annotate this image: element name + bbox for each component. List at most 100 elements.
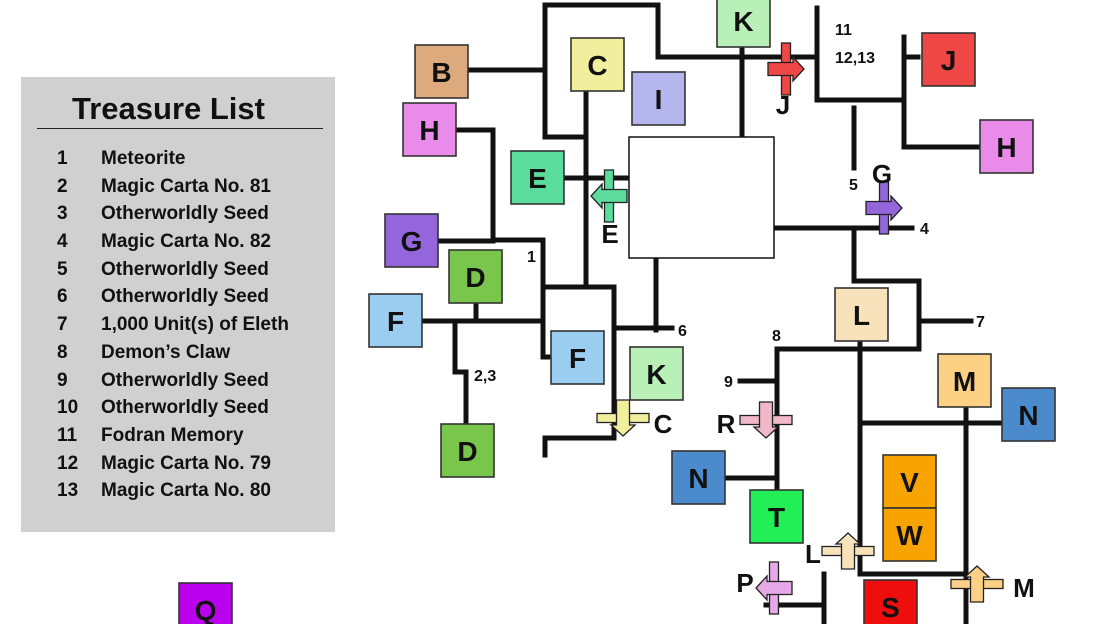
treasure-marker: 7	[976, 314, 985, 331]
room-label: F	[569, 343, 586, 374]
treasure-number: 3	[57, 203, 68, 225]
room-j[interactable]: J	[921, 32, 976, 87]
room-q[interactable]: Q	[178, 582, 233, 624]
room-label: N	[1018, 400, 1038, 431]
room-d[interactable]: D	[440, 423, 495, 478]
room-k[interactable]: K	[716, 0, 771, 48]
room-label: V	[900, 467, 919, 498]
room-v[interactable]: V	[882, 454, 937, 509]
treasure-list-item: 4 Magic Carta No. 82	[57, 228, 289, 256]
treasure-name: Otherworldly Seed	[101, 369, 269, 391]
room-label: W	[896, 520, 923, 551]
room-c[interactable]: C	[570, 37, 625, 92]
treasure-list-item: 13 Magic Carta No. 80	[57, 477, 289, 505]
room-i[interactable]: I	[631, 71, 686, 126]
room-label: D	[457, 436, 477, 467]
treasure-marker: 9	[724, 374, 733, 391]
warp-arrow-e[interactable]: E	[590, 169, 628, 249]
room-g[interactable]: G	[384, 213, 439, 268]
treasure-marker: 5	[849, 177, 858, 194]
treasure-name: 1,000 Unit(s) of Eleth	[101, 314, 289, 336]
room-label: M	[953, 366, 976, 397]
treasure-name: Otherworldly Seed	[101, 258, 269, 280]
warp-label: G	[872, 159, 892, 189]
treasure-number: 9	[57, 369, 68, 391]
room-t[interactable]: T	[749, 489, 804, 544]
room-label: L	[853, 300, 870, 331]
treasure-number: 11	[57, 424, 78, 446]
room-d[interactable]: D	[448, 249, 503, 304]
corridor	[452, 299, 479, 428]
room-label: Q	[195, 595, 217, 624]
treasure-name: Magic Carta No. 81	[101, 175, 271, 197]
treasure-name: Magic Carta No. 82	[101, 231, 271, 253]
treasure-number: 6	[57, 286, 68, 308]
room-e[interactable]: E	[510, 150, 565, 205]
room-label: S	[881, 592, 900, 623]
corridor	[772, 105, 974, 352]
room-label: C	[587, 50, 607, 81]
treasure-number: 13	[57, 480, 79, 502]
warp-arrow-m[interactable]: M	[950, 565, 1035, 603]
corridor	[814, 5, 921, 103]
treasure-number: 8	[57, 341, 68, 363]
room-h[interactable]: H	[402, 102, 457, 157]
warp-label: M	[1013, 573, 1035, 603]
room-m[interactable]: M	[937, 353, 992, 408]
corridor	[857, 337, 1005, 624]
room-label: B	[431, 57, 451, 88]
warp-arrow-p[interactable]: P	[736, 561, 793, 615]
room-label: F	[387, 306, 404, 337]
treasure-name: Magic Carta No. 79	[101, 452, 271, 474]
warp-arrow-c[interactable]: C	[596, 399, 673, 439]
corridor	[452, 127, 617, 458]
treasure-marker: 8	[772, 328, 781, 345]
warp-arrow-l[interactable]: L	[805, 532, 875, 570]
corridor	[467, 42, 745, 138]
room-s[interactable]: S	[863, 579, 918, 624]
room-h[interactable]: H	[979, 119, 1034, 174]
warp-arrow-r[interactable]: R	[717, 401, 793, 439]
room-f[interactable]: F	[368, 293, 423, 348]
room-label: K	[646, 359, 666, 390]
treasure-name: Magic Carta No. 80	[101, 480, 271, 502]
room-label: I	[655, 84, 663, 115]
treasure-number: 1	[57, 148, 68, 169]
room-l[interactable]: L	[834, 287, 889, 342]
room-k[interactable]: K	[629, 346, 684, 401]
arrow-icon	[590, 182, 628, 210]
room-n[interactable]: N	[671, 450, 726, 505]
warp-label: L	[805, 539, 821, 569]
room-n[interactable]: N	[1001, 387, 1056, 442]
central-chamber	[628, 136, 775, 259]
warp-arrow-g[interactable]: G	[865, 159, 903, 235]
treasure-number: 4	[57, 231, 68, 253]
treasure-name: Otherworldly Seed	[101, 397, 269, 419]
arrow-icon	[865, 194, 903, 222]
room-b[interactable]: B	[414, 44, 469, 99]
arrow-icon	[755, 574, 793, 602]
corridors	[421, 2, 1005, 624]
treasure-number: 10	[57, 397, 79, 419]
treasure-number: 12	[57, 452, 79, 474]
treasure-marker: 4	[920, 221, 929, 238]
corridor	[560, 134, 633, 288]
arrow-icon	[963, 565, 991, 603]
room-w[interactable]: W	[882, 507, 937, 562]
arrow-icon	[834, 532, 862, 570]
warp-label: J	[776, 90, 790, 120]
warp-arrow-j[interactable]: J	[767, 42, 805, 120]
treasure-marker: 11	[835, 22, 852, 39]
room-f[interactable]: F	[550, 330, 605, 385]
corridor	[723, 346, 780, 493]
